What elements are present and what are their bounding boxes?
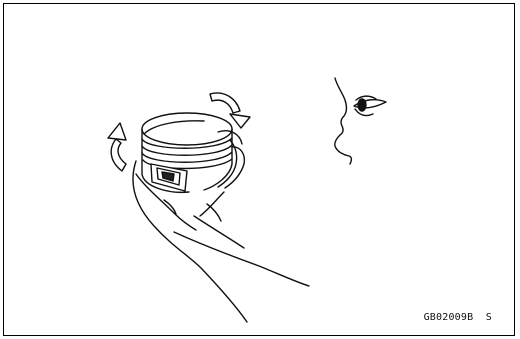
face-profile-illustration — [335, 78, 352, 164]
figure-frame: GB02009B S — [3, 3, 515, 336]
rotate-arrow-left-icon — [108, 123, 126, 171]
eye-icon — [354, 96, 386, 115]
piston-inspection-illustration — [4, 4, 516, 337]
piston-illustration — [142, 113, 232, 192]
figure-code-label: GB02009B S — [424, 312, 492, 323]
hand-illustration — [133, 131, 309, 322]
